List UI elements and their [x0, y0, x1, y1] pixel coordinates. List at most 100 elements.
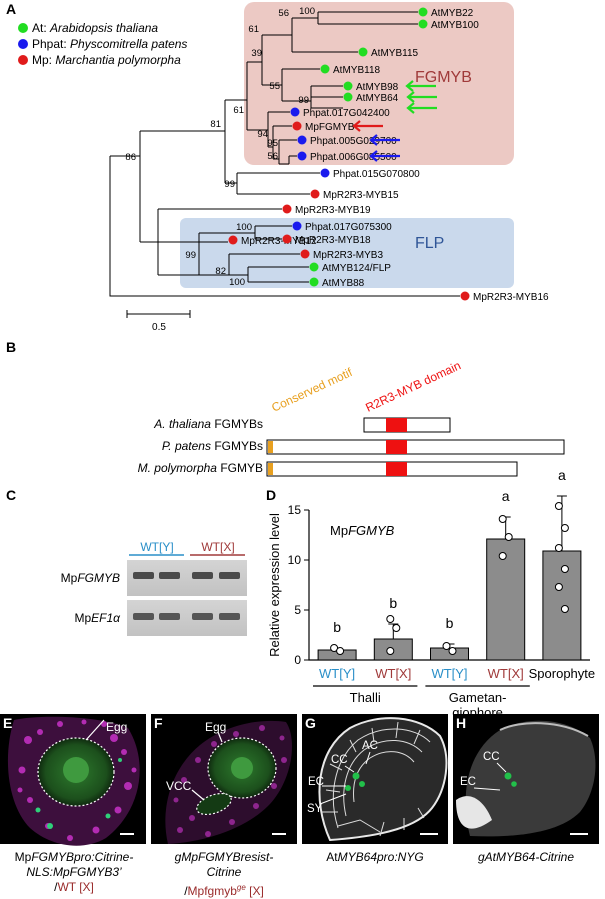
caption-text: Mp	[14, 850, 32, 864]
y-tick-label: 15	[288, 503, 302, 517]
data-point	[554, 502, 563, 510]
arrow-icon	[405, 80, 436, 92]
bootstrap-value: 86	[125, 152, 136, 163]
tree-leaves-myb12: MpR2R3-MYB12	[140, 235, 317, 247]
arrow-icon	[406, 91, 437, 103]
data-point	[448, 647, 457, 655]
label-ec-h: EC	[460, 776, 476, 788]
bootstrap-value: 56	[267, 151, 278, 162]
panel-label-c: C	[6, 487, 16, 503]
legend-physcomitrella: Phpat: Physcomitrella patens	[32, 37, 187, 51]
leaf-label: MpR2R3-MYB15	[323, 190, 399, 201]
leaf-label: Phpat.015G070800	[333, 169, 420, 180]
r2r3-domain-block	[386, 462, 407, 476]
scale-bar-label: 0.5	[152, 322, 166, 333]
species-dot	[309, 262, 319, 272]
x-category-label: WT[Y]	[319, 666, 355, 681]
micrograph-f: Egg VCC F	[151, 714, 297, 844]
species-dot	[297, 135, 307, 145]
bootstrap-value: 61	[248, 24, 259, 35]
y-tick-label: 0	[294, 653, 301, 667]
bootstrap-value: 81	[210, 119, 221, 130]
gel-image	[127, 560, 247, 636]
gel-row-label-fgmyb: MpFGMYB	[61, 571, 120, 585]
x-category-label: WT[X]	[375, 666, 411, 681]
species-dot	[300, 249, 310, 259]
arrow-icon	[369, 150, 400, 162]
significance-letter: a	[502, 488, 510, 504]
gel-band	[133, 572, 154, 579]
highlight-arrows	[352, 80, 437, 162]
leaf-label: MpR2R3-MYB18	[295, 235, 371, 246]
caption-text: MYB64pro:NYG	[337, 850, 424, 864]
species-dot	[320, 64, 330, 74]
panel-label-d: D	[266, 487, 276, 503]
x-category-label: WT[Y]	[431, 666, 467, 681]
caption-e: MpFGMYBpro:Citrine- NLS:MpFGMYB3’ /WT [X…	[0, 850, 148, 895]
panel-label-b: B	[6, 339, 16, 355]
r2r3-domain-block	[386, 440, 407, 454]
data-point	[386, 615, 395, 623]
vcc-pointer-line	[191, 789, 205, 801]
significance-letter: b	[333, 619, 341, 635]
caption-text: MYB64-Citrine	[495, 850, 575, 864]
caption-f: gMpFGMYBresist- Citrine /Mpfgmybge [X]	[151, 850, 297, 899]
caption-g: AtMYB64pro:NYG	[302, 850, 448, 865]
protein-bar	[266, 439, 565, 455]
data-point	[560, 605, 569, 613]
gel-band	[219, 572, 240, 579]
legend-dot-marchantia	[18, 55, 28, 65]
x-category-label: WT[X]	[488, 666, 524, 681]
species-dot	[460, 291, 470, 301]
fgmyb-clade-box	[244, 2, 514, 165]
bootstrap-value: 100	[299, 6, 315, 17]
species-dot	[343, 81, 353, 91]
species-legend: At: Arabidopsis thaliana Phpat: Physcomi…	[18, 21, 187, 67]
y-tick-label: 10	[288, 553, 302, 567]
bootstrap-value: 61	[233, 105, 244, 116]
species-dot	[320, 168, 330, 178]
motif-block	[268, 463, 273, 475]
gel-band	[192, 613, 213, 620]
label-ec-g: EC	[308, 776, 324, 788]
species-dot	[282, 234, 292, 244]
micrograph-e: Egg E	[0, 714, 146, 846]
panel-label-g: G	[305, 715, 316, 731]
data-point	[498, 552, 507, 560]
leaf-label: AtMYB100	[431, 20, 479, 31]
flp-clade-box	[180, 218, 514, 288]
leaf-label: Phpat.005G029700	[310, 136, 397, 147]
motif-block	[268, 441, 273, 453]
caption-text: At	[326, 850, 338, 864]
x-category-label: Sporophyte	[529, 666, 596, 681]
bootstrap-value: 82	[215, 266, 226, 277]
integument-edge	[499, 722, 589, 737]
green-nuclei	[35, 758, 122, 829]
data-point	[560, 565, 569, 573]
leaf-label: MpR2R3-MYB19	[295, 205, 371, 216]
label-vcc: VCC	[166, 779, 192, 793]
caption-line: AtMYB64pro:NYG	[302, 850, 448, 865]
data-point	[554, 544, 563, 552]
species-dot	[418, 7, 428, 17]
caption-line: gAtMYB64-Citrine	[453, 850, 599, 865]
caption-text: Mpfgmybge [X]	[187, 883, 264, 898]
micrograph-h: CC EC H	[453, 714, 599, 844]
caption-line: /Mpfgmybge [X]	[151, 880, 297, 899]
leaf-label: MpR2R3-MYB16	[473, 292, 549, 303]
ovule-cell-walls	[322, 721, 431, 837]
conserved-motif-label: Conserved motif	[269, 365, 355, 415]
label-egg-f: Egg	[205, 720, 226, 734]
leaf-label: AtMYB115	[371, 48, 418, 59]
species-dot	[290, 107, 300, 117]
leaf-label: AtMYB64	[356, 93, 399, 104]
egg-pointer-line	[85, 719, 105, 741]
egg-nucleus	[63, 757, 89, 783]
bootstrap-value: 100	[229, 277, 245, 288]
gel-wt-y-label: WT[Y]	[140, 540, 173, 554]
egg-nucleus	[231, 757, 253, 779]
panel-label-f: F	[154, 715, 163, 731]
leaf-label: Phpat.006G085500	[310, 152, 397, 163]
data-point	[498, 515, 507, 523]
caption-text: FGMYBpro:Citrine-	[31, 850, 134, 864]
